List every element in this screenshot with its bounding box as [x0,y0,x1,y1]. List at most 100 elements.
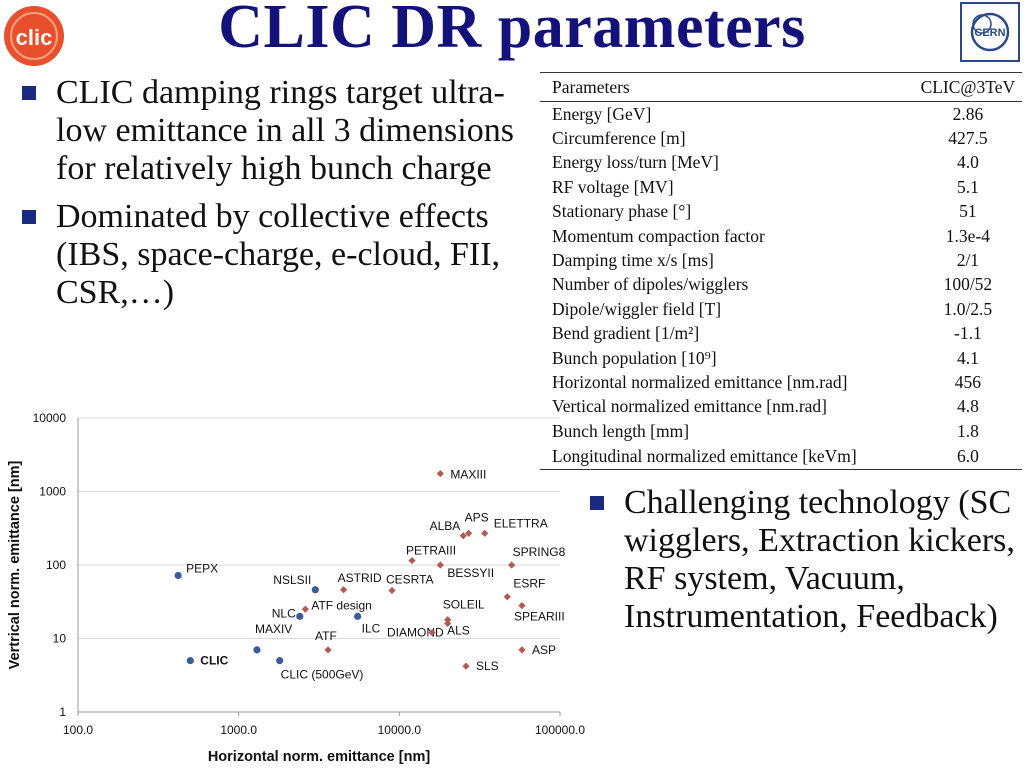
param-value: 1.0/2.5 [943,298,993,319]
param-value: 456 [954,371,981,392]
point-label: ESRF [513,577,545,591]
bullet-item: Dominated by collective effects (IBS, sp… [20,198,520,312]
table-header-cell: Parameters [540,72,914,102]
param-name: Damping time x/s [ms] [552,250,714,271]
table-header-cell: CLIC@3TeV [913,72,1022,102]
data-point [296,612,304,620]
data-point [436,561,444,569]
x-tick-label: 100.0 [63,723,93,737]
data-point [388,586,396,595]
point-label: DIAMOND [387,625,444,639]
param-name: Bend gradient [1/m²] [552,323,700,344]
data-point [462,662,470,670]
table-row: Momentum compaction factor 1.3e-4 [540,224,1022,248]
point-label: ALS [447,624,470,638]
param-name: Horizontal normalized emittance [nm.rad] [552,371,848,392]
param-name: Bunch population [10⁹] [552,347,717,368]
x-axis-title: Horizontal norm. emittance [nm] [208,749,431,765]
param-name: Dipole/wiggler field [T] [552,298,722,319]
table-row: Energy [GeV] 2.86 [540,102,1022,127]
point-label: ATF design [311,598,371,612]
y-tick-label: 1000 [39,485,66,499]
data-point [354,612,362,620]
param-value: 51 [959,201,977,222]
point-label: ASTRID [338,571,382,585]
point-label: NLC [272,606,296,620]
bullet-item: Challenging technology (SC wigglers, Ext… [588,484,1018,636]
data-point [518,646,526,654]
left-bullet-list: CLIC damping rings target ultra-low emit… [20,74,520,322]
table-row: Energy loss/turn [MeV] 4.0 [540,151,1022,175]
param-name: RF voltage [MV] [552,176,674,197]
param-name: Energy [GeV] [552,103,652,124]
param-value: 1.3e-4 [945,225,990,246]
param-value: 5.1 [956,176,979,197]
param-name: Circumference [m] [552,128,686,149]
param-value: 2/1 [956,250,980,271]
param-value: 4.1 [956,347,979,368]
param-value: 100/52 [943,274,993,295]
point-label: PETRAIII [406,544,456,558]
param-name: Longitudinal normalized emittance [keVm] [540,443,914,471]
point-label: BESSYII [447,566,494,580]
point-label: APS [465,510,489,524]
data-point [174,571,182,580]
y-axis-title: Vertrical norm. emittance [nm] [7,460,23,669]
param-value: 1.8 [956,420,979,441]
table-header-row: Parameters CLIC@3TeV [540,72,1022,102]
y-tick-label: 10000 [33,411,67,425]
y-tick-label: 100 [46,558,66,572]
param-value: 6.0 [913,443,1022,471]
data-point [444,619,452,628]
right-bullet-list: Challenging technology (SC wigglers, Ext… [588,484,1018,646]
point-label: SPRING8 [513,545,566,559]
table-row: Longitudinal normalized emittance [keVm]… [540,443,1022,471]
point-label: CLIC [200,654,228,668]
bullet-square-icon [590,496,604,510]
data-point [253,646,261,654]
x-tick-label: 10000.0 [378,723,422,737]
point-label: ATF [315,629,337,643]
param-name: Energy loss/turn [MeV] [552,152,719,173]
data-point [428,629,436,637]
param-value: 4.8 [956,396,979,417]
point-label: ALBA [430,519,461,533]
table-row: Bunch length [mm] 1.8 [540,419,1022,443]
table-row: Stationary phase [°]51 [540,200,1022,224]
point-label: MAXIII [450,468,486,482]
param-name: Number of dipoles/wigglers [552,274,749,295]
page-title: CLIC DR parameters [218,0,806,61]
data-point [481,529,489,537]
y-tick-label: 10 [53,632,67,646]
table-row: Bend gradient [1/m²]-1.1 [540,322,1022,346]
table-row: Horizontal normalized emittance [nm.rad]… [540,370,1022,394]
param-value: 427.5 [948,128,988,149]
svg-text:clic: clic [16,25,53,50]
param-value: 2.86 [952,103,984,124]
data-point [324,646,332,654]
param-name: Bunch length [mm] [552,420,690,441]
point-label: SLS [476,659,499,673]
table-row: Vertical normalized emittance [nm.rad]4.… [540,395,1022,419]
data-point [311,586,319,594]
point-label: CESRTA [386,572,434,586]
cern-logo: CERN [960,2,1020,62]
x-tick-label: 100000.0 [535,723,585,737]
point-label: CLIC (500GeV) [281,668,364,682]
data-point [436,470,444,478]
data-point [508,561,516,569]
point-label: SOLEIL [443,598,485,612]
svg-text:CERN: CERN [974,27,1005,39]
data-point [518,602,526,610]
table-row: Number of dipoles/wigglers 100/52 [540,273,1022,297]
param-name: Momentum compaction factor [552,225,765,246]
data-point [340,586,348,594]
point-label: ASP [532,643,556,657]
point-label: MAXIV [255,622,292,636]
table-row: RF voltage [MV] 5.1 [540,175,1022,199]
point-label: SPEARIII [514,610,565,624]
data-point [444,616,452,624]
param-value: 4.0 [956,152,979,173]
point-label: NSLSII [273,573,311,587]
point-label: ILC [362,621,381,635]
